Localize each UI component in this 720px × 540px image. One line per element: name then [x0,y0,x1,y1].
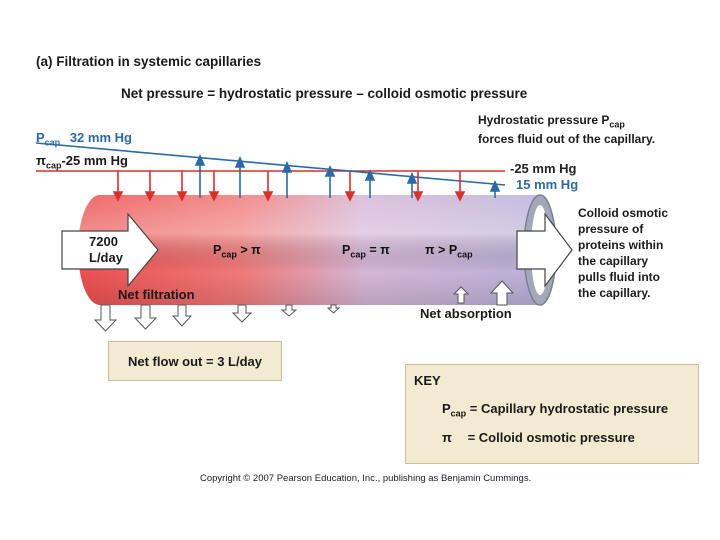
region-equilibrium-label: Pcap = π [342,243,390,260]
key-row-pi: π = Colloid osmotic pressure [442,430,635,445]
net-filtration-label: Net filtration [118,287,195,302]
net-flow-text: Net flow out = 3 L/day [128,354,262,369]
pcap-pressure-line [36,143,505,185]
region-absorption-label: π > Pcap [425,243,473,260]
key-title: KEY [414,373,441,388]
filtration-arrows [95,305,339,331]
region-filtration-label: Pcap > π [213,243,261,260]
key-box: KEY Pcap = Capillary hydrostatic pressur… [405,364,699,464]
copyright-text: Copyright © 2007 Pearson Education, Inc.… [200,473,531,484]
inflow-label: 7200 L/day [89,234,123,266]
colloid-note: Colloid osmotic pressure of proteins wit… [578,205,718,301]
net-absorption-label: Net absorption [420,306,512,321]
key-row-pcap: Pcap = Capillary hydrostatic pressure [442,401,668,419]
net-flow-box: Net flow out = 3 L/day [108,341,282,381]
